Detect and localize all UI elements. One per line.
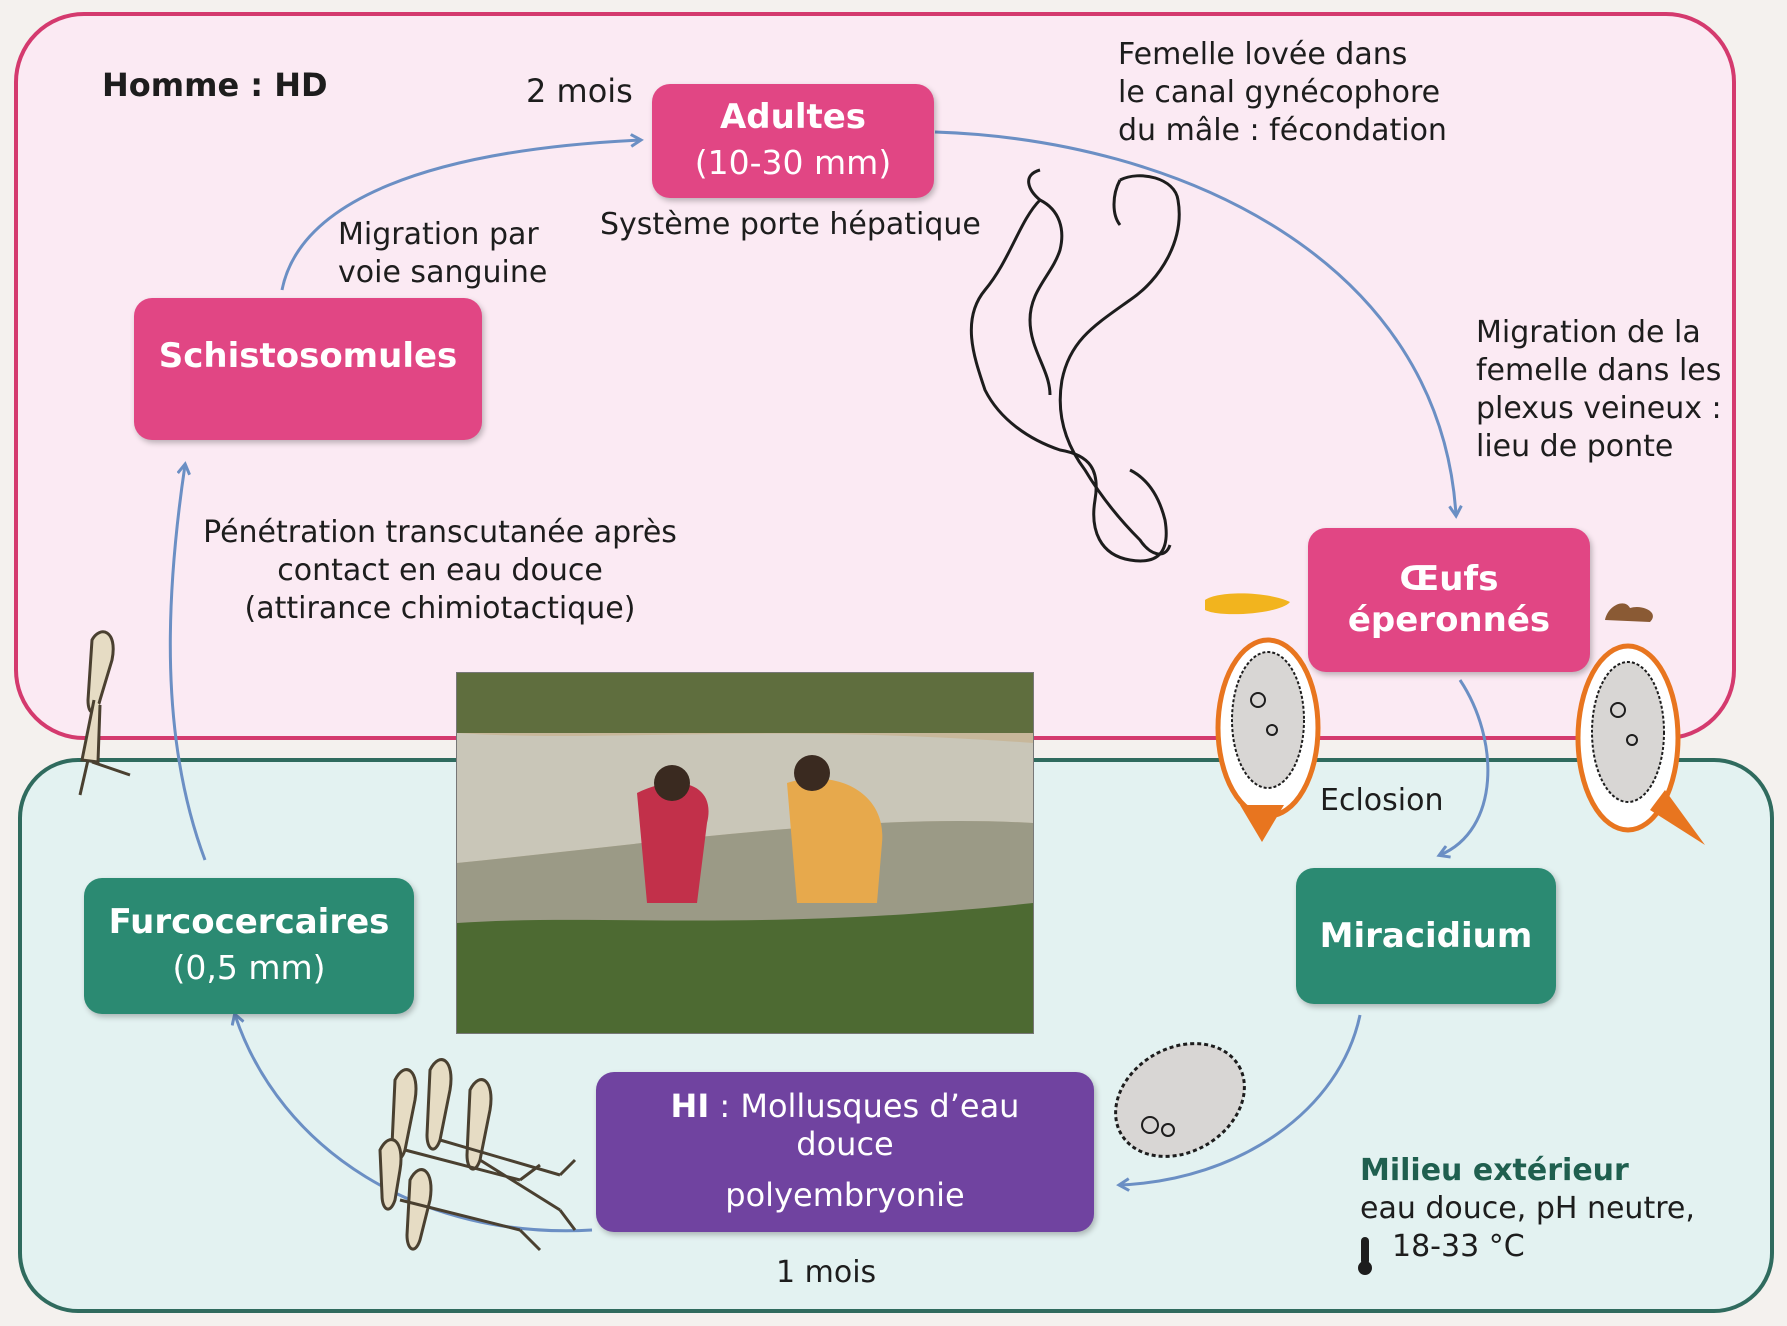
field-photo bbox=[456, 672, 1034, 1034]
migration-femelle-line: plexus veineux : bbox=[1476, 390, 1722, 428]
hi-prefix: HI bbox=[671, 1087, 710, 1125]
migration-femelle-line: Migration de la bbox=[1476, 314, 1722, 352]
label-environment: Milieu extérieur eau douce, pH neutre, 1… bbox=[1360, 1152, 1695, 1266]
label-migration-femelle: Migration de la femelle dans les plexus … bbox=[1476, 314, 1722, 466]
environment-title: Milieu extérieur bbox=[1360, 1152, 1695, 1190]
spurred-egg-icon-right bbox=[1578, 646, 1705, 845]
brown-blob-icon bbox=[1605, 603, 1653, 622]
environment-line2: 18-33 °C bbox=[1360, 1228, 1695, 1266]
migration-sanguine-line: voie sanguine bbox=[338, 254, 547, 292]
furcocercaires-size: (0,5 mm) bbox=[172, 947, 325, 990]
hi-text: : Mollusques d’eau douce bbox=[709, 1087, 1019, 1163]
furcocercaires-title: Furcocercaires bbox=[109, 902, 390, 943]
femelle-lovee-line: Femelle lovée dans bbox=[1118, 36, 1447, 74]
miracidium-title: Miracidium bbox=[1320, 916, 1533, 957]
spurred-egg-icon-left bbox=[1218, 640, 1318, 842]
cercaria-icon bbox=[80, 632, 130, 795]
hi-sub: polyembryonie bbox=[725, 1175, 964, 1217]
migration-sanguine-line: Migration par bbox=[338, 216, 547, 254]
oeufs-line2: éperonnés bbox=[1348, 600, 1550, 641]
yellow-blob-icon bbox=[1205, 593, 1290, 614]
stage-furcocercaires: Furcocercaires (0,5 mm) bbox=[84, 878, 414, 1014]
adultes-title: Adultes bbox=[720, 97, 866, 138]
oeufs-line1: Œufs bbox=[1400, 559, 1499, 600]
penetration-line: contact en eau douce bbox=[180, 552, 700, 590]
stage-adultes: Adultes (10-30 mm) bbox=[652, 84, 934, 198]
host-label: Homme : HD bbox=[102, 66, 328, 104]
adultes-size: (10-30 mm) bbox=[695, 142, 891, 185]
arrow-adultes-to-oeufs bbox=[935, 132, 1456, 515]
stage-miracidium: Miracidium bbox=[1296, 868, 1556, 1004]
femelle-lovee-line: du mâle : fécondation bbox=[1118, 112, 1447, 150]
stage-oeufs: Œufs éperonnés bbox=[1308, 528, 1590, 672]
penetration-line: Pénétration transcutanée après bbox=[180, 514, 700, 552]
femelle-lovee-line: le canal gynécophore bbox=[1118, 74, 1447, 112]
label-penetration: Pénétration transcutanée après contact e… bbox=[180, 514, 700, 628]
arrow-oeufs-to-miracidium bbox=[1440, 680, 1488, 855]
environment-line1: eau douce, pH neutre, bbox=[1360, 1190, 1695, 1228]
label-eclosion: Eclosion bbox=[1320, 782, 1443, 820]
stage-schistosomules: Schistosomules bbox=[134, 298, 482, 440]
migration-femelle-line: femelle dans les bbox=[1476, 352, 1722, 390]
label-deux-mois: 2 mois bbox=[526, 72, 633, 110]
stage-hote-intermediaire: HI : Mollusques d’eau douce polyembryoni… bbox=[596, 1072, 1094, 1232]
adult-worm-pair-icon bbox=[971, 170, 1179, 561]
migration-femelle-line: lieu de ponte bbox=[1476, 428, 1722, 466]
label-un-mois: 1 mois bbox=[776, 1254, 876, 1292]
label-migration-sanguine: Migration par voie sanguine bbox=[338, 216, 547, 292]
schistosomules-title: Schistosomules bbox=[159, 336, 458, 377]
penetration-line: (attirance chimiotactique) bbox=[180, 590, 700, 628]
label-femelle-lovee: Femelle lovée dans le canal gynécophore … bbox=[1118, 36, 1447, 150]
label-systeme-porte: Système porte hépatique bbox=[600, 206, 981, 244]
hi-line: HI : Mollusques d’eau douce bbox=[620, 1087, 1070, 1163]
